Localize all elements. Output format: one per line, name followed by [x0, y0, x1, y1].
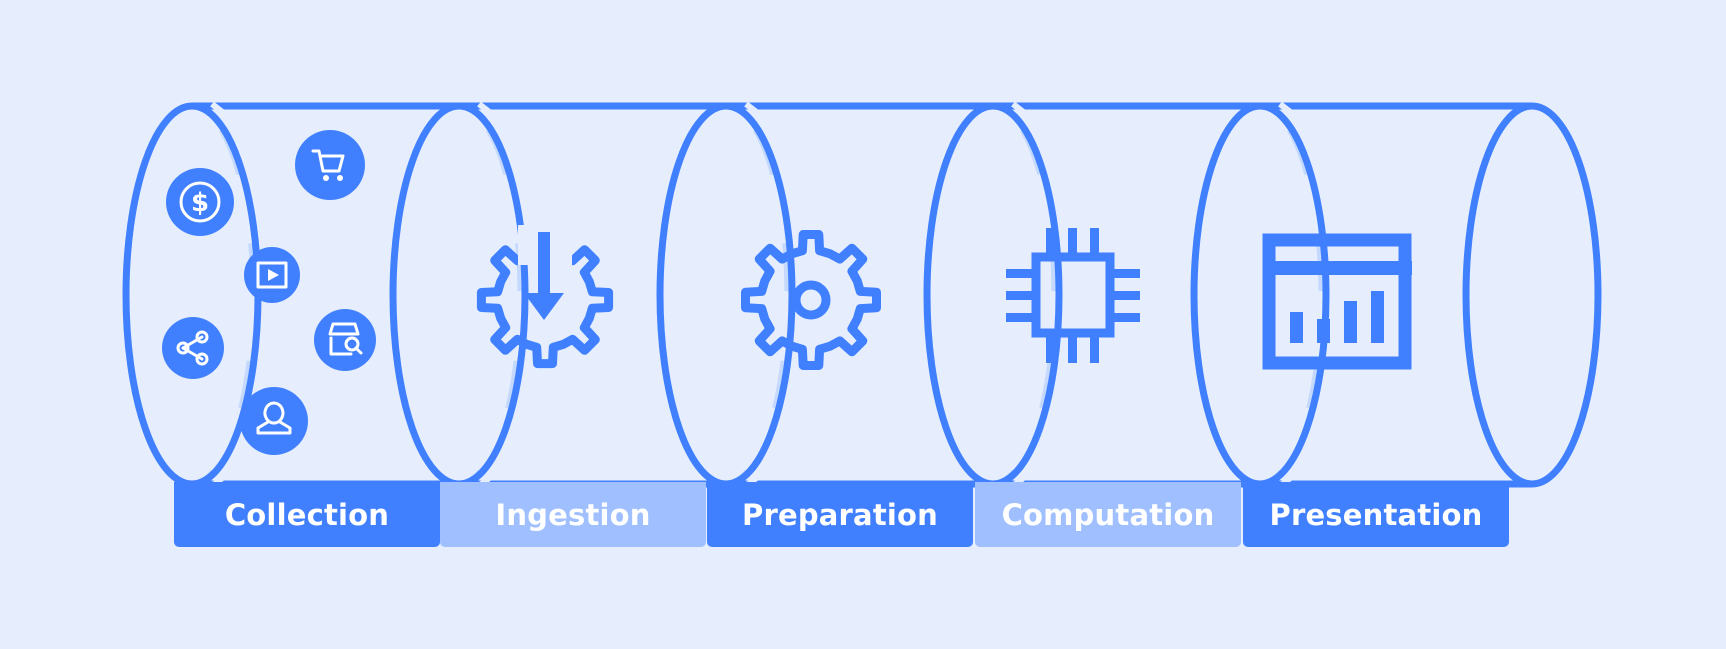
chip-pin	[1114, 269, 1140, 278]
icon-circle	[240, 387, 308, 455]
chip-pin	[1046, 228, 1055, 254]
cart-body	[311, 149, 345, 173]
chip-pin	[1114, 313, 1140, 322]
chart-bar	[1290, 312, 1303, 343]
ring-ellipse	[389, 102, 529, 488]
chip-pin	[1068, 228, 1077, 254]
video-play-icon	[244, 247, 300, 303]
stage-label-preparation: Preparation	[707, 482, 973, 547]
icon-circle	[314, 309, 376, 371]
chart-bar	[1371, 291, 1384, 343]
magnifier-handle	[354, 346, 363, 355]
cart-icon	[295, 130, 365, 200]
chip-pin	[1006, 269, 1032, 278]
window-title-bar	[1263, 261, 1412, 275]
user-outline	[256, 401, 292, 435]
dollar-glyph: $	[191, 188, 209, 218]
play-triangle	[268, 269, 279, 281]
magnifier	[344, 336, 360, 352]
store-search-icon	[314, 309, 376, 371]
gear-download-icon	[476, 231, 614, 369]
ring-gap	[477, 101, 499, 121]
ring-ellipse	[1462, 102, 1602, 488]
store-outline	[328, 322, 360, 356]
chip-pin	[1068, 337, 1077, 363]
chip-pin	[1006, 313, 1032, 322]
share-node	[195, 330, 209, 344]
coin-outline	[179, 181, 221, 223]
gear-icon	[741, 230, 881, 370]
chip-body	[1031, 252, 1115, 338]
chart-bar	[1344, 301, 1357, 343]
stage-label-presentation: Presentation	[1243, 482, 1509, 547]
chart-bar	[1317, 319, 1330, 343]
cart-wheel	[323, 175, 329, 181]
ring-ellipse	[122, 102, 262, 488]
download-arrow-head	[524, 293, 564, 320]
stage-label-computation: Computation	[975, 482, 1241, 547]
ring-gap	[744, 101, 766, 121]
ring-ellipse	[1190, 102, 1330, 488]
ring-gap	[210, 101, 232, 121]
download-arrow-shaft	[538, 232, 550, 294]
icon-circle	[162, 317, 224, 379]
share-node	[176, 341, 190, 355]
window-frame	[1262, 233, 1412, 370]
chip-pin	[1090, 228, 1099, 254]
chip-icon	[1006, 228, 1140, 363]
icon-circle	[166, 168, 234, 236]
chip-pin	[1114, 291, 1140, 300]
share-node	[195, 352, 209, 366]
dollar-icon: $	[166, 168, 234, 236]
icon-circle	[295, 130, 365, 200]
user-icon	[240, 387, 308, 455]
video-frame	[256, 261, 288, 289]
stage-label-collection: Collection	[174, 482, 440, 547]
share-icon	[162, 317, 224, 379]
ring-gap	[1278, 101, 1300, 121]
gear-center-ring	[791, 280, 831, 320]
ring-ellipse	[656, 102, 796, 488]
chip-pin	[1090, 337, 1099, 363]
chip-pin	[1046, 337, 1055, 363]
stage-label-ingestion: Ingestion	[440, 482, 706, 547]
ring-gap	[1011, 101, 1033, 121]
cart-wheel	[337, 175, 343, 181]
dashboard-chart-icon	[1262, 233, 1412, 370]
chip-pin	[1006, 291, 1032, 300]
